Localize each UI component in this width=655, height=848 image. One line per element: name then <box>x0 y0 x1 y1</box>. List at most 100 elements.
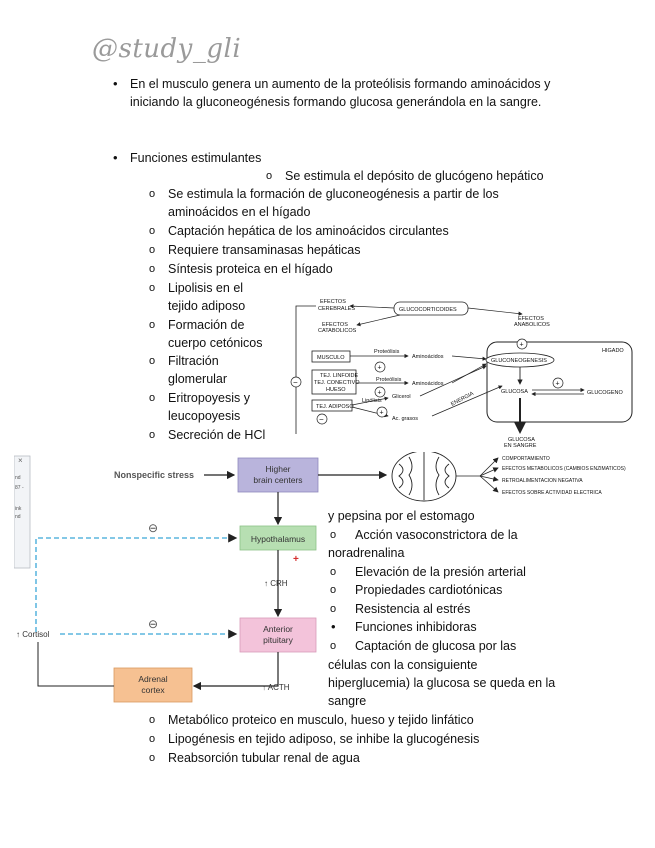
svg-text:Anterior: Anterior <box>263 624 293 634</box>
list-item: Acción vasoconstrictora de la <box>355 528 518 542</box>
cortisol-label: ↑ Cortisol <box>16 630 50 639</box>
tej-linfoide-label: TEJ. LINFOIDE <box>320 373 359 379</box>
list-item: Lipolisis en el <box>168 281 244 295</box>
list-item: Formación de <box>168 318 245 332</box>
bullet-marker: • <box>331 619 336 634</box>
tej-adiposo-label: TEJ. ADIPOSO <box>316 404 354 410</box>
efectos-anabolicos-label: ANABOLICOS <box>514 322 550 328</box>
tej-adiposo-box <box>311 399 353 412</box>
sub-marker: o <box>330 584 337 596</box>
list-item: Requiere transaminasas hepáticas <box>168 243 361 257</box>
sub-marker: o <box>149 355 156 367</box>
svg-text:ink: ink <box>15 506 22 512</box>
close-icon: × <box>18 456 23 465</box>
effect-label: EFECTOS SOBRE ACTIVIDAD ELECTRICA <box>502 490 602 496</box>
list-item: Funciones inhibidoras <box>355 620 477 634</box>
list-item: Captación hepática de los aminoácidos ci… <box>168 224 449 238</box>
hpa-axis-diagram: × nd 87 - ink nd Nonspecific stress High… <box>14 452 626 703</box>
svg-text:Hypothalamus: Hypothalamus <box>251 534 305 544</box>
higado-box <box>486 341 633 423</box>
paragraph-line: iniciando la gluconeogénesis formando gl… <box>130 95 542 109</box>
list-item: Lipogénesis en tejido adiposo, se inhibe… <box>168 732 480 746</box>
glucogeno-label: GLUCOGENO <box>587 390 623 396</box>
aminoacidos-label: Aminoácidos <box>412 354 444 360</box>
sub-marker: o <box>330 640 337 652</box>
musculo-box <box>311 350 351 363</box>
sub-marker: o <box>149 392 156 404</box>
list-item: Síntesis proteica en el hígado <box>168 262 333 276</box>
bullet-marker: • <box>113 150 118 165</box>
list-item: Eritropoyesis y <box>168 391 250 405</box>
sub-marker: o <box>149 733 156 745</box>
sub-marker: o <box>149 319 156 331</box>
sub-marker: o <box>149 752 156 764</box>
sub-marker: o <box>149 188 156 200</box>
aminoacidos-label: Aminoácidos <box>412 381 444 387</box>
sub-marker: o <box>330 529 337 541</box>
proteolisis-label: Proteólisis <box>376 377 402 383</box>
inhibition-marker: ⊖ <box>148 617 158 631</box>
higher-brain-box <box>237 457 319 493</box>
list-item: Propiedades cardiotónicas <box>355 583 503 597</box>
list-item-cont: sangre <box>328 694 367 708</box>
list-item: Filtración <box>168 354 219 368</box>
sub-marker: o <box>330 603 337 615</box>
text-line: y pepsina por el estomago <box>328 509 475 523</box>
list-item: Secreción de HCl <box>168 428 266 442</box>
adrenal-cortex-box <box>113 667 193 703</box>
effect-label: EFECTOS METABOLICOS (CAMBIOS ENZIMATICOS… <box>502 466 626 472</box>
effect-label: RETROALIMENTACION NEGATIVA <box>502 478 583 484</box>
list-item-cont: células con la consiguiente <box>328 658 478 672</box>
list-item-cont: tejido adiposo <box>168 299 246 313</box>
hypothalamus-box <box>239 525 317 551</box>
sub-marker: o <box>149 714 156 726</box>
svg-text:−: − <box>293 378 298 387</box>
acth-label: ↑ ACTH <box>262 683 290 692</box>
svg-text:nd: nd <box>15 475 21 481</box>
list-item-cont: hiperglucemia) la glucosa se queda en la <box>328 676 556 690</box>
list-item-cont: cuerpo cetónicos <box>168 336 263 350</box>
efectos-catabolicos-label: EFECTOS <box>322 322 348 328</box>
inhibition-marker: ⊖ <box>148 521 158 535</box>
svg-text:+: + <box>380 410 384 417</box>
svg-text:pituitary: pituitary <box>263 635 294 645</box>
glucocorticoides-box <box>393 301 469 316</box>
list-item: Se estimula la formación de gluconeogéne… <box>168 187 499 201</box>
svg-text:+: + <box>378 365 382 372</box>
svg-text:Adrenal: Adrenal <box>138 674 167 684</box>
svg-text:cortex: cortex <box>141 685 165 695</box>
bullet-marker: • <box>113 76 118 91</box>
svg-text:+: + <box>378 390 382 397</box>
list-item-cont: glomerular <box>168 372 228 386</box>
section-title: Funciones estimulantes <box>130 151 262 165</box>
crh-label: ↑ CRH <box>264 579 288 588</box>
paragraph-line: En el musculo genera un aumento de la pr… <box>130 77 551 91</box>
sub-marker: o <box>149 244 156 256</box>
effect-label: COMPORTAMIENTO <box>502 456 550 462</box>
list-item: Resistencia al estrés <box>355 602 471 616</box>
svg-text:+: + <box>520 342 524 349</box>
sub-marker: o <box>149 263 156 275</box>
window-fragment <box>14 455 31 569</box>
brain-icon <box>391 452 457 502</box>
list-item-cont: noradrenalina <box>328 546 405 560</box>
list-item: Metabólico proteico en musculo, hueso y … <box>168 713 474 727</box>
list-item: Reabsorción tubular renal de agua <box>168 751 360 765</box>
efectos-catabolicos-label: CATABOLICOS <box>318 328 357 334</box>
tej-linfoide-label: TEJ. CONECTIVO <box>314 380 360 386</box>
tej-linfoide-box <box>311 369 357 395</box>
efectos-cerebrales-label: CEREBRALES <box>318 306 355 312</box>
glucosa-label: GLUCOSA <box>501 389 528 395</box>
svg-text:87 -: 87 - <box>15 485 24 491</box>
list-item: Se estimula el depósito de glucógeno hep… <box>285 169 544 183</box>
ac-grasos-label: Ac. grasos <box>392 416 418 422</box>
sub-marker: o <box>149 429 156 441</box>
glucosa-sangre-label: EN SANGRE <box>504 443 537 449</box>
glucocorticoides-label: GLUCOCORTICOIDES <box>399 307 457 313</box>
glucosa-sangre-label: GLUCOSA <box>508 437 535 443</box>
efectos-anabolicos-label: EFECTOS <box>518 316 544 322</box>
svg-text:+: + <box>556 381 560 388</box>
svg-text:Higher: Higher <box>265 464 290 474</box>
svg-text:−: − <box>319 415 324 424</box>
sub-marker: o <box>330 566 337 578</box>
